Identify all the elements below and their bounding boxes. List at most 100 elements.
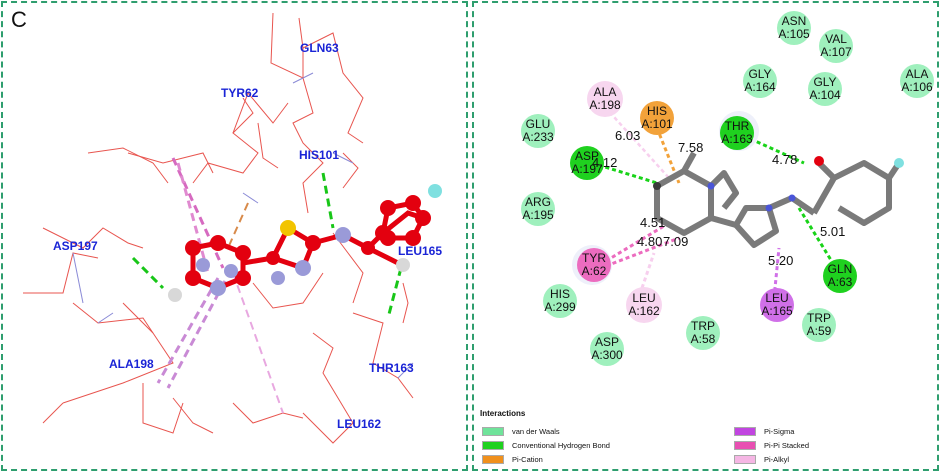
svg-text:A:163: A:163 xyxy=(721,132,753,146)
svg-text:TRP: TRP xyxy=(691,319,715,333)
interaction-lines-3d xyxy=(131,157,403,414)
residue-his299: HIS A:299 xyxy=(543,284,577,318)
svg-text:ASP: ASP xyxy=(575,149,599,163)
residue-leu162: LEU A:162 xyxy=(626,287,662,323)
3d-pose-panel: C xyxy=(1,1,468,471)
svg-text:GLU: GLU xyxy=(526,117,551,131)
residue-gly164: GLY A:164 xyxy=(743,64,777,98)
svg-text:A:198: A:198 xyxy=(589,98,621,112)
2d-interaction-panel: ASN A:105 VAL A:107 GLY A:164 GLY A:104 … xyxy=(472,1,939,471)
residue-asp300: ASP A:300 xyxy=(590,332,624,366)
distance-labels: 6.03 7.58 4.78 4.12 4.51 4.80 7.09 5.01 … xyxy=(592,128,845,268)
svg-text:HIS: HIS xyxy=(647,104,667,118)
legend-item-pi-pi: Pi-Pi Stacked xyxy=(734,440,809,450)
residue-nodes: ASN A:105 VAL A:107 GLY A:164 GLY A:104 … xyxy=(521,11,934,366)
svg-text:A:101: A:101 xyxy=(641,117,673,131)
ligand-atoms xyxy=(168,184,442,302)
residue-trp59: TRP A:59 xyxy=(802,308,836,342)
distance-label: 7.58 xyxy=(678,140,703,155)
residue-arg195: ARG A:195 xyxy=(521,192,555,226)
label-leu162: LEU162 xyxy=(337,417,381,431)
distance-label: 6.03 xyxy=(615,128,640,143)
svg-text:GLY: GLY xyxy=(813,75,836,89)
residue-gln63: GLN A:63 xyxy=(823,259,857,293)
residue-gly104: GLY A:104 xyxy=(808,72,842,106)
label-his101: HIS101 xyxy=(299,148,339,162)
3d-pose-svg: GLN63 TYR62 HIS101 ASP197 LEU165 ALA198 … xyxy=(23,12,442,444)
residue-tyr62: TYR A:62 xyxy=(572,245,612,285)
legend-swatch xyxy=(482,454,504,464)
ligand-2d-inner xyxy=(665,172,883,224)
residue-leu165: LEU A:165 xyxy=(760,288,794,322)
svg-text:A:195: A:195 xyxy=(522,208,554,222)
svg-text:TYR: TYR xyxy=(582,251,606,265)
residue-trp58: TRP A:58 xyxy=(686,316,720,350)
svg-text:ASN: ASN xyxy=(782,14,807,28)
svg-text:A:59: A:59 xyxy=(807,324,832,338)
legend-swatch xyxy=(482,426,504,436)
panel-letter: C xyxy=(11,7,27,32)
protein-wireframe xyxy=(23,12,414,444)
legend-swatch xyxy=(482,440,504,450)
svg-text:ASP: ASP xyxy=(595,335,619,349)
residue-his101: HIS A:101 xyxy=(640,101,674,135)
svg-text:GLN: GLN xyxy=(828,262,853,276)
distance-label: 5.01 xyxy=(820,224,845,239)
residue-asp197: ASP A:197 xyxy=(570,146,604,180)
legend-swatch xyxy=(734,440,756,450)
svg-text:A:233: A:233 xyxy=(522,130,554,144)
residue-asn105: ASN A:105 xyxy=(777,11,811,45)
label-asp197: ASP197 xyxy=(53,239,98,253)
distance-label: 5.20 xyxy=(768,253,793,268)
ligand-atoms-2d xyxy=(653,156,904,212)
protein-wireframe-blue xyxy=(72,72,414,379)
svg-text:A:105: A:105 xyxy=(778,27,810,41)
legend-swatch xyxy=(734,454,756,464)
label-thr163: THR163 xyxy=(369,361,414,375)
svg-text:A:63: A:63 xyxy=(828,275,853,289)
svg-text:VAL: VAL xyxy=(825,32,847,46)
legend-swatch xyxy=(734,426,756,436)
svg-text:LEU: LEU xyxy=(765,291,788,305)
svg-text:THR: THR xyxy=(725,119,750,133)
svg-text:HIS: HIS xyxy=(550,287,570,301)
distance-label: 4.12 xyxy=(592,155,617,170)
svg-text:ALA: ALA xyxy=(594,85,617,99)
label-leu165: LEU165 xyxy=(398,244,442,258)
distance-label: 4.80 xyxy=(637,234,662,249)
residue-ala198: ALA A:198 xyxy=(587,81,623,117)
interactions-legend: Interactions van der Waals Conventional … xyxy=(478,407,933,467)
legend-item-pi-sigma: Pi-Sigma xyxy=(734,426,794,436)
distance-label: 7.09 xyxy=(663,234,688,249)
legend-item-pi-cation: Pi-Cation xyxy=(482,454,543,464)
svg-text:ALA: ALA xyxy=(906,67,929,81)
legend-item-vdw: van der Waals xyxy=(482,426,560,436)
label-tyr62: TYR62 xyxy=(221,86,259,100)
svg-text:A:197: A:197 xyxy=(571,162,603,176)
legend-title: Interactions xyxy=(480,409,526,418)
svg-text:A:162: A:162 xyxy=(628,304,660,318)
svg-text:ARG: ARG xyxy=(525,195,551,209)
svg-text:A:106: A:106 xyxy=(901,80,933,94)
legend-item-hbond: Conventional Hydrogen Bond xyxy=(482,440,610,450)
distance-label: 4.78 xyxy=(772,152,797,167)
svg-text:A:299: A:299 xyxy=(544,300,576,314)
svg-text:A:165: A:165 xyxy=(761,304,793,318)
legend-item-pi-alkyl: Pi-Alkyl xyxy=(734,454,789,464)
svg-text:A:300: A:300 xyxy=(591,348,623,362)
label-gln63: GLN63 xyxy=(300,41,339,55)
distance-label: 4.51 xyxy=(640,215,665,230)
svg-text:LEU: LEU xyxy=(632,291,655,305)
svg-text:A:104: A:104 xyxy=(809,88,841,102)
label-ala198: ALA198 xyxy=(109,357,154,371)
svg-text:A:164: A:164 xyxy=(744,80,776,94)
residue-ala106: ALA A:106 xyxy=(900,64,934,98)
svg-text:A:62: A:62 xyxy=(582,264,607,278)
ligand-2d xyxy=(654,151,902,248)
svg-text:TRP: TRP xyxy=(807,311,831,325)
svg-text:GLY: GLY xyxy=(748,67,771,81)
svg-text:A:107: A:107 xyxy=(820,45,852,59)
residue-glu233: GLU A:233 xyxy=(521,114,555,148)
residue-val107: VAL A:107 xyxy=(819,29,853,63)
2d-diagram-svg: ASN A:105 VAL A:107 GLY A:164 GLY A:104 … xyxy=(521,11,934,366)
